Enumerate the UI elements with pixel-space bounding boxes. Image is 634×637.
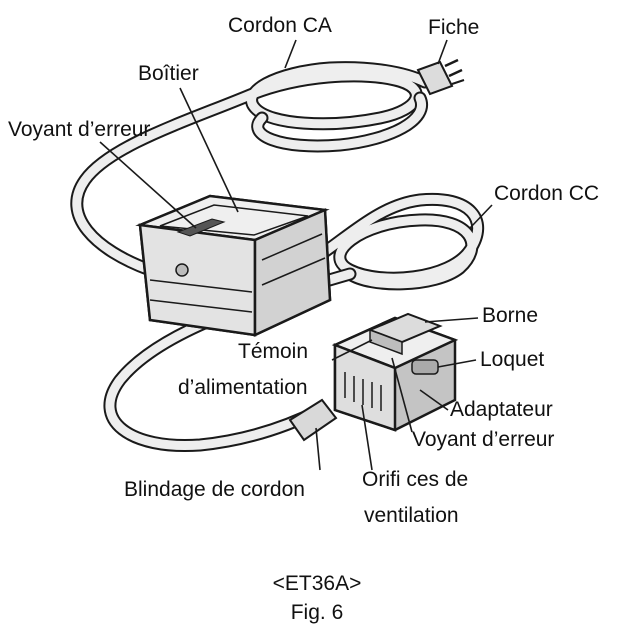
label-adaptateur: Adaptateur [450, 398, 553, 421]
latch [411, 359, 439, 375]
label-orifices-2: ventilation [364, 504, 459, 527]
label-temoin-2: d’alimentation [178, 376, 308, 399]
label-blindage: Blindage de cordon [124, 478, 305, 501]
label-cordon-ca: Cordon CA [228, 14, 332, 37]
caption-model: <ET36A> [273, 572, 362, 595]
battery-adapter [288, 312, 459, 442]
vent-slots [344, 372, 382, 411]
label-fiche: Fiche [428, 16, 479, 39]
ac-cord [70, 61, 432, 277]
label-temoin-1: Témoin [238, 340, 308, 363]
label-loquet: Loquet [480, 348, 544, 371]
leader-lines [99, 39, 493, 471]
plug-icon [416, 58, 465, 96]
error-lamp-top [176, 218, 226, 237]
label-voyant-erreur-bottom: Voyant d’erreur [412, 428, 554, 451]
label-orifices-1: Orifi ces de [362, 468, 468, 491]
label-cordon-cc: Cordon CC [494, 182, 599, 205]
caption-figure: Fig. 6 [291, 601, 344, 624]
label-borne: Borne [482, 304, 538, 327]
label-voyant-erreur-top: Voyant d’erreur [8, 118, 150, 141]
charger-housing [135, 194, 332, 337]
label-boitier: Boîtier [138, 62, 199, 85]
cord-shield [288, 398, 338, 442]
